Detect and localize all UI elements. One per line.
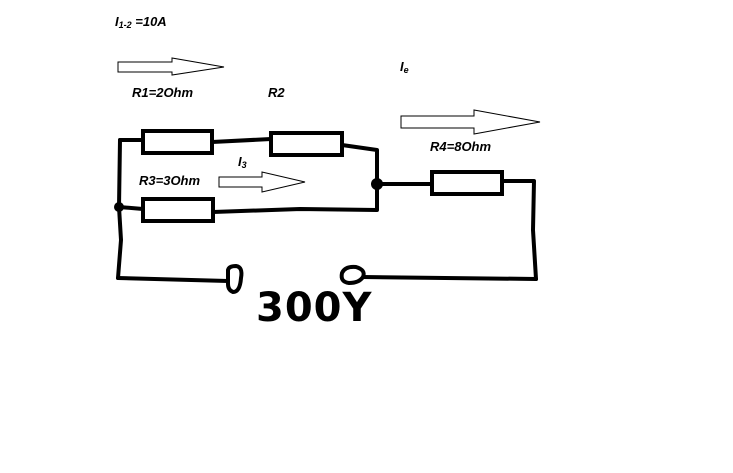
wire-bottom-left bbox=[116, 276, 230, 283]
node-left bbox=[114, 202, 124, 212]
resistor-r4 bbox=[430, 170, 504, 196]
wire-r4-right bbox=[500, 179, 538, 281]
wire-top-right bbox=[340, 143, 379, 186]
label-r4: R4=8Ohm bbox=[430, 139, 492, 154]
label-r2: R2 bbox=[268, 85, 285, 100]
label-voltage: 300Y bbox=[256, 285, 373, 331]
label-ie: Ie bbox=[400, 59, 409, 75]
label-r3: R3=3Ohm bbox=[139, 173, 201, 188]
terminal-right bbox=[339, 264, 366, 285]
arrow-ie bbox=[400, 109, 541, 135]
terminal-left bbox=[226, 264, 244, 294]
wire-r3-right bbox=[211, 182, 379, 214]
arrow-i3 bbox=[218, 171, 306, 193]
wire-r1-r2 bbox=[210, 137, 273, 144]
resistor-r1 bbox=[141, 129, 214, 155]
resistor-r2 bbox=[269, 131, 344, 157]
node-right bbox=[371, 178, 383, 190]
wire-left-vertical bbox=[116, 138, 123, 280]
resistor-r3 bbox=[141, 197, 215, 223]
label-r1: R1=2Ohm bbox=[132, 85, 194, 100]
arrow-i12 bbox=[117, 57, 225, 76]
wire-bottom-right bbox=[361, 275, 538, 281]
label-i12: I1-2 =10A bbox=[115, 14, 167, 30]
label-i3: I3 bbox=[238, 154, 247, 170]
